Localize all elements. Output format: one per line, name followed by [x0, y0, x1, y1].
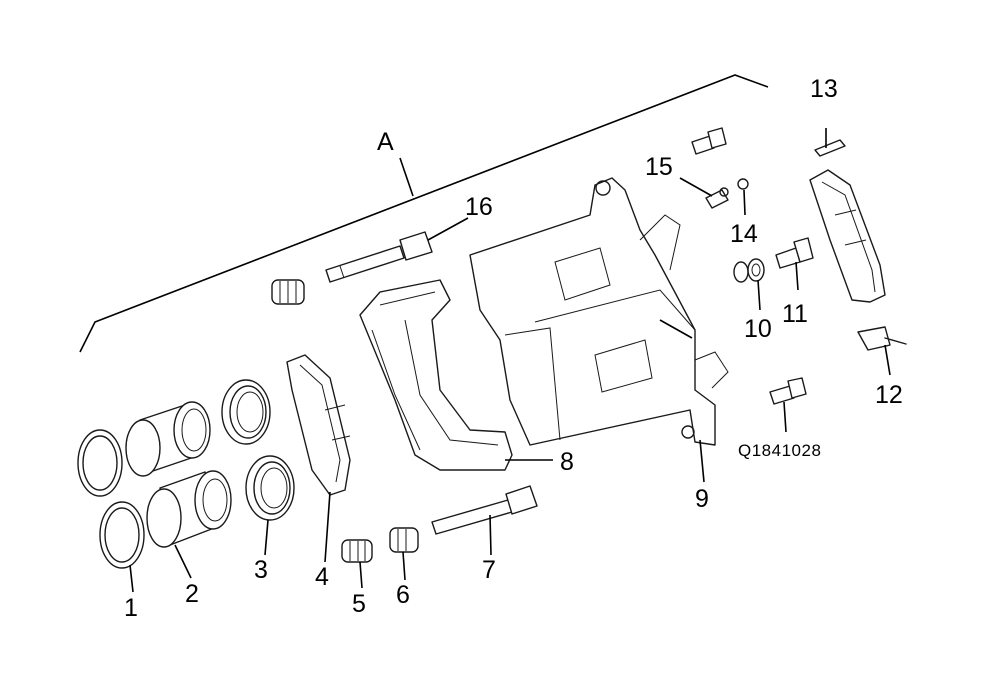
outer-brake-pad [809, 169, 886, 303]
callout-6: 6 [396, 581, 410, 609]
callout-11: 11 [782, 300, 808, 328]
callout-14: 14 [730, 220, 758, 248]
part-7-lower-guide-pin [431, 485, 538, 535]
callout-4: 4 [315, 563, 329, 591]
part-16-upper-guide-pin [325, 231, 433, 283]
part-8-caliper-bracket [359, 279, 513, 471]
group-bracket: A [79, 74, 769, 353]
part-13-wear-indicator [814, 139, 846, 157]
callout-9: 9 [695, 485, 709, 513]
drawing-code: Q1841028 [738, 441, 821, 460]
callout-labels: 1 2 3 4 5 6 7 8 9 10 11 12 13 14 15 16 Q… [124, 75, 903, 622]
callout-15: 15 [645, 153, 673, 181]
callout-7: 7 [482, 556, 496, 584]
group-label-a: A [377, 128, 394, 156]
upper-guide-boot [271, 279, 305, 305]
upper-bolt [691, 127, 727, 155]
callout-13: 13 [810, 75, 838, 103]
part-4-inner-brake-pad [286, 354, 351, 496]
callout-10: 10 [744, 315, 772, 343]
leader-lines [129, 128, 891, 593]
part-2-pistons [125, 401, 232, 548]
part-9-caliper-body [469, 177, 729, 446]
part-6-guide-boot [389, 527, 419, 553]
part-12-pad-clip [857, 326, 907, 351]
part-5-guide-boot [341, 539, 373, 563]
callout-8: 8 [560, 448, 574, 476]
part-10-washers [733, 258, 765, 283]
part-15-bleeder-screw [705, 187, 729, 209]
callout-3: 3 [254, 556, 268, 584]
callout-12: 12 [875, 381, 903, 409]
callout-16: 16 [465, 193, 493, 221]
part-14-bleeder-cap [737, 178, 749, 190]
part-3-dust-boots [221, 379, 295, 521]
callout-2: 2 [185, 580, 199, 608]
callout-5: 5 [352, 590, 366, 618]
part-1-piston-seals [77, 429, 145, 569]
part-11-banjo-bolt [775, 237, 814, 269]
callout-1: 1 [124, 594, 138, 622]
lower-bolt [769, 377, 807, 405]
